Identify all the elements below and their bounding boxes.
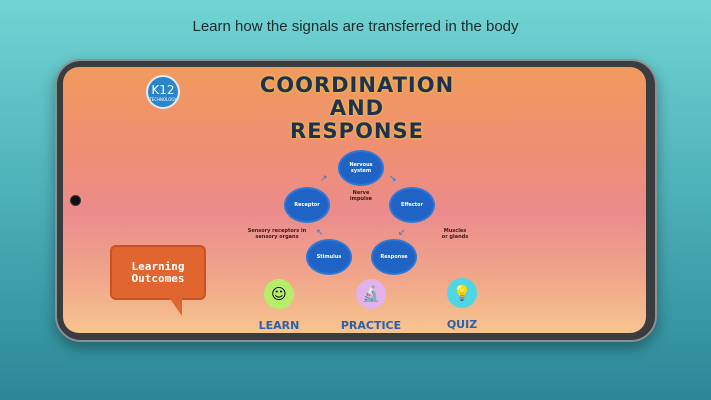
- title-line: COORDINATION: [259, 73, 455, 97]
- caption: Learn how the signals are transferred in…: [192, 18, 519, 35]
- logo-text: K12: [151, 83, 175, 97]
- title-line: AND: [329, 96, 385, 120]
- speech-tail: [168, 296, 182, 316]
- node-nervous-system[interactable]: Nervous system: [338, 150, 384, 186]
- arrow-icon: ↘: [389, 174, 397, 184]
- learn-button[interactable]: ☺ LEARN: [244, 279, 314, 332]
- practice-button[interactable]: 🔬 PRACTICE: [336, 279, 406, 332]
- learn-label: LEARN: [258, 319, 300, 332]
- note-muscles-glands: Muscles or glands: [441, 228, 469, 240]
- practice-label: PRACTICE: [340, 319, 402, 332]
- note-sensory-receptors: Sensory receptors in sensory organs: [247, 228, 307, 240]
- arrow-icon: ↖: [316, 228, 324, 238]
- camera-icon: [70, 195, 81, 206]
- arrow-icon: ↙: [398, 228, 406, 238]
- microscope-icon: 🔬: [356, 279, 386, 309]
- title-line: RESPONSE: [290, 119, 424, 143]
- node-stimulus[interactable]: Stimulus: [306, 239, 352, 275]
- quiz-button[interactable]: 💡 QUIZ: [427, 278, 497, 331]
- node-response[interactable]: Response: [371, 239, 417, 275]
- brain-head-icon: ☺: [264, 279, 294, 309]
- learning-outcomes-button[interactable]: Learning Outcomes: [110, 245, 206, 300]
- node-effector[interactable]: Effector: [389, 187, 435, 223]
- note-nerve-impulse: Nerve impulse: [349, 190, 373, 202]
- lightbulb-icon: 💡: [447, 278, 477, 308]
- page-title: COORDINATION AND RESPONSE: [257, 74, 457, 143]
- quiz-label: QUIZ: [446, 318, 478, 331]
- logo-sub: TECHNOLOGY: [149, 97, 177, 102]
- node-receptor[interactable]: Receptor: [284, 187, 330, 223]
- arrow-icon: ↗: [320, 174, 328, 184]
